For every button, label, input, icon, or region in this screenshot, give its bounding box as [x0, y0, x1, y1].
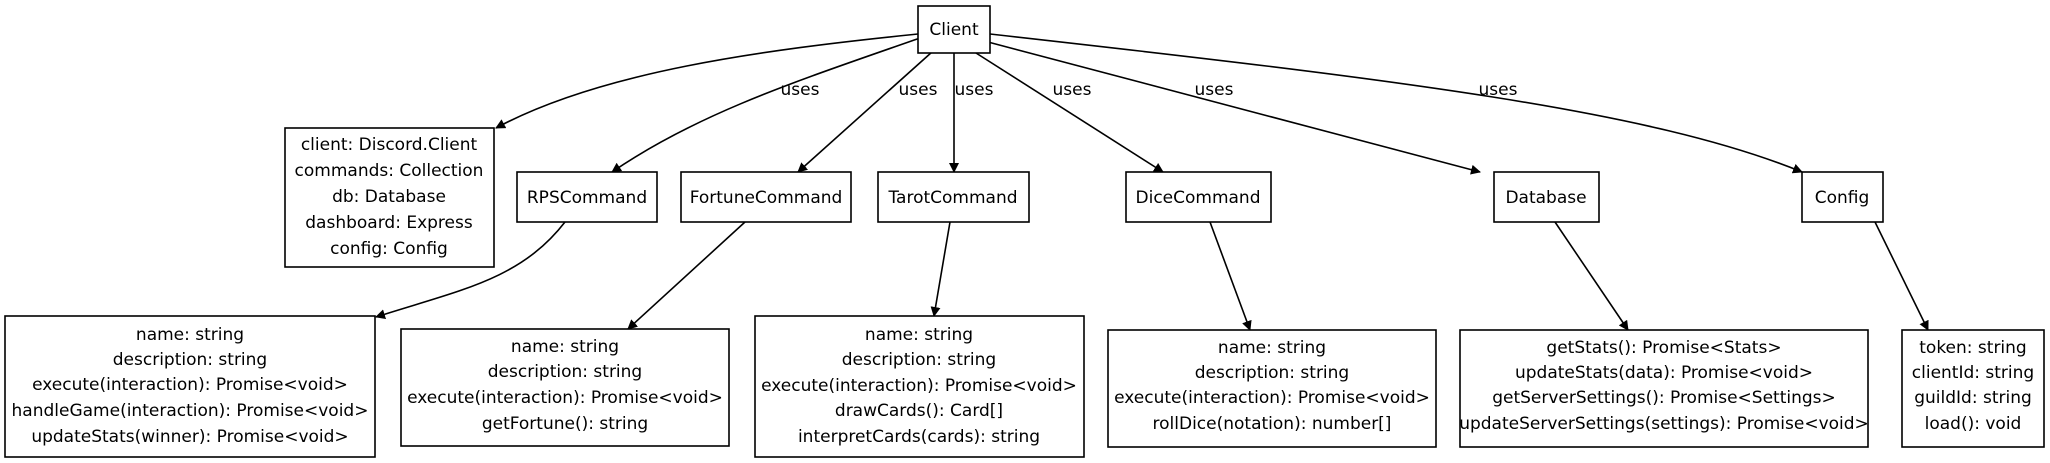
rps-prop-line: description: string	[113, 350, 267, 370]
client-prop-line: commands: Collection	[295, 161, 484, 181]
node-config-props-box	[1901, 329, 2045, 448]
edge-label-uses-config: uses	[1479, 80, 1518, 100]
edge-config-to-config-props	[1874, 221, 1929, 331]
node-tarot-box	[877, 171, 1030, 223]
tarot-prop-line: drawCards(): Card[]	[835, 401, 1003, 421]
node-tarot-props-box	[754, 315, 1085, 458]
tarot-prop-line: interpretCards(cards): string	[798, 427, 1040, 447]
node-database-props: getStats(): Promise<Stats> updateStats(d…	[1459, 329, 1869, 448]
client-prop-line: db: Database	[332, 187, 446, 207]
edges	[375, 33, 1929, 331]
edge-client-to-client-props	[495, 33, 919, 129]
edge-dice-to-dice-props	[1209, 221, 1252, 331]
node-client: Client	[917, 5, 991, 54]
edge-label-uses-dice: uses	[1053, 80, 1092, 100]
config-prop-line: load(): void	[1925, 414, 2022, 434]
rps-prop-line: execute(interaction): Promise<void>	[32, 375, 348, 395]
edge-rps-to-rps-props	[375, 221, 566, 320]
node-tarot: TarotCommand	[877, 171, 1030, 223]
edge-labels: uses uses uses uses uses uses	[781, 80, 1518, 100]
node-rps-props: name: string description: string execute…	[4, 315, 376, 458]
dice-prop-line: description: string	[1195, 363, 1349, 383]
node-tarot-label: TarotCommand	[887, 188, 1017, 208]
node-fortune-label: FortuneCommand	[690, 188, 843, 208]
node-dice-box	[1125, 171, 1272, 223]
edge-client-to-database	[987, 41, 1481, 175]
edge-client-to-rps	[611, 37, 921, 173]
client-prop-line: dashboard: Express	[305, 213, 473, 233]
node-database-props-box	[1459, 329, 1869, 448]
fortune-prop-line: description: string	[488, 362, 642, 382]
node-fortune-props-box	[400, 328, 730, 447]
config-prop-line: token: string	[1919, 338, 2026, 358]
tarot-prop-line: description: string	[842, 350, 996, 370]
edge-label-uses-tarot: uses	[955, 80, 994, 100]
node-client-props-box	[284, 127, 495, 268]
client-prop-line: config: Config	[330, 239, 448, 259]
database-prop-line: getStats(): Promise<Stats>	[1546, 338, 1781, 358]
fortune-prop-line: name: string	[511, 337, 619, 357]
rps-prop-line: handleGame(interaction): Promise<void>	[12, 401, 369, 421]
rps-prop-line: updateStats(winner): Promise<void>	[31, 427, 348, 447]
node-client-box	[917, 5, 991, 54]
node-dice-props: name: string description: string execute…	[1107, 329, 1437, 448]
node-dice-label: DiceCommand	[1136, 188, 1261, 208]
node-fortune: FortuneCommand	[680, 171, 852, 223]
dice-prop-line: name: string	[1218, 338, 1326, 358]
rps-prop-line: name: string	[136, 325, 244, 345]
node-config-box	[1801, 171, 1884, 223]
edge-client-to-dice	[975, 52, 1164, 173]
edge-label-uses-database: uses	[1195, 80, 1234, 100]
node-client-props: client: Discord.Client commands: Collect…	[284, 127, 495, 268]
client-prop-line: client: Discord.Client	[301, 135, 478, 155]
edge-database-to-database-props	[1554, 221, 1629, 331]
node-dice-props-box	[1107, 329, 1437, 448]
node-config-props: token: string clientId: string guildId: …	[1901, 329, 2045, 448]
node-client-label: Client	[929, 20, 979, 40]
node-tarot-props: name: string description: string execute…	[754, 315, 1085, 458]
node-rps: RPSCommand	[516, 171, 658, 223]
edge-label-uses-rps: uses	[781, 80, 820, 100]
edge-client-to-config	[989, 33, 1803, 174]
database-prop-line: updateServerSettings(settings): Promise<…	[1459, 414, 1869, 434]
node-fortune-props: name: string description: string execute…	[400, 328, 730, 447]
node-database-box	[1493, 171, 1600, 223]
edge-client-to-fortune	[797, 51, 933, 173]
node-fortune-box	[680, 171, 852, 223]
tarot-prop-line: name: string	[865, 325, 973, 345]
database-prop-line: getServerSettings(): Promise<Settings>	[1492, 388, 1836, 408]
node-rps-box	[516, 171, 658, 223]
node-rps-props-box	[4, 315, 376, 458]
dice-prop-line: rollDice(notation): number[]	[1153, 414, 1392, 434]
fortune-prop-line: getFortune(): string	[482, 414, 648, 434]
edge-fortune-to-fortune-props	[627, 221, 746, 330]
node-rps-label: RPSCommand	[527, 188, 647, 208]
node-database: Database	[1493, 171, 1600, 223]
database-prop-line: updateStats(data): Promise<void>	[1515, 363, 1813, 383]
config-prop-line: guildId: string	[1914, 388, 2032, 408]
node-dice: DiceCommand	[1125, 171, 1272, 223]
dice-prop-line: execute(interaction): Promise<void>	[1114, 388, 1430, 408]
edge-tarot-to-tarot-props	[930, 221, 951, 317]
node-config: Config	[1801, 171, 1884, 223]
edge-label-uses-fortune: uses	[899, 80, 938, 100]
tarot-prop-line: execute(interaction): Promise<void>	[761, 376, 1077, 396]
node-config-label: Config	[1815, 188, 1870, 208]
node-database-label: Database	[1505, 188, 1586, 208]
config-prop-line: clientId: string	[1912, 363, 2034, 383]
fortune-prop-line: execute(interaction): Promise<void>	[407, 388, 723, 408]
